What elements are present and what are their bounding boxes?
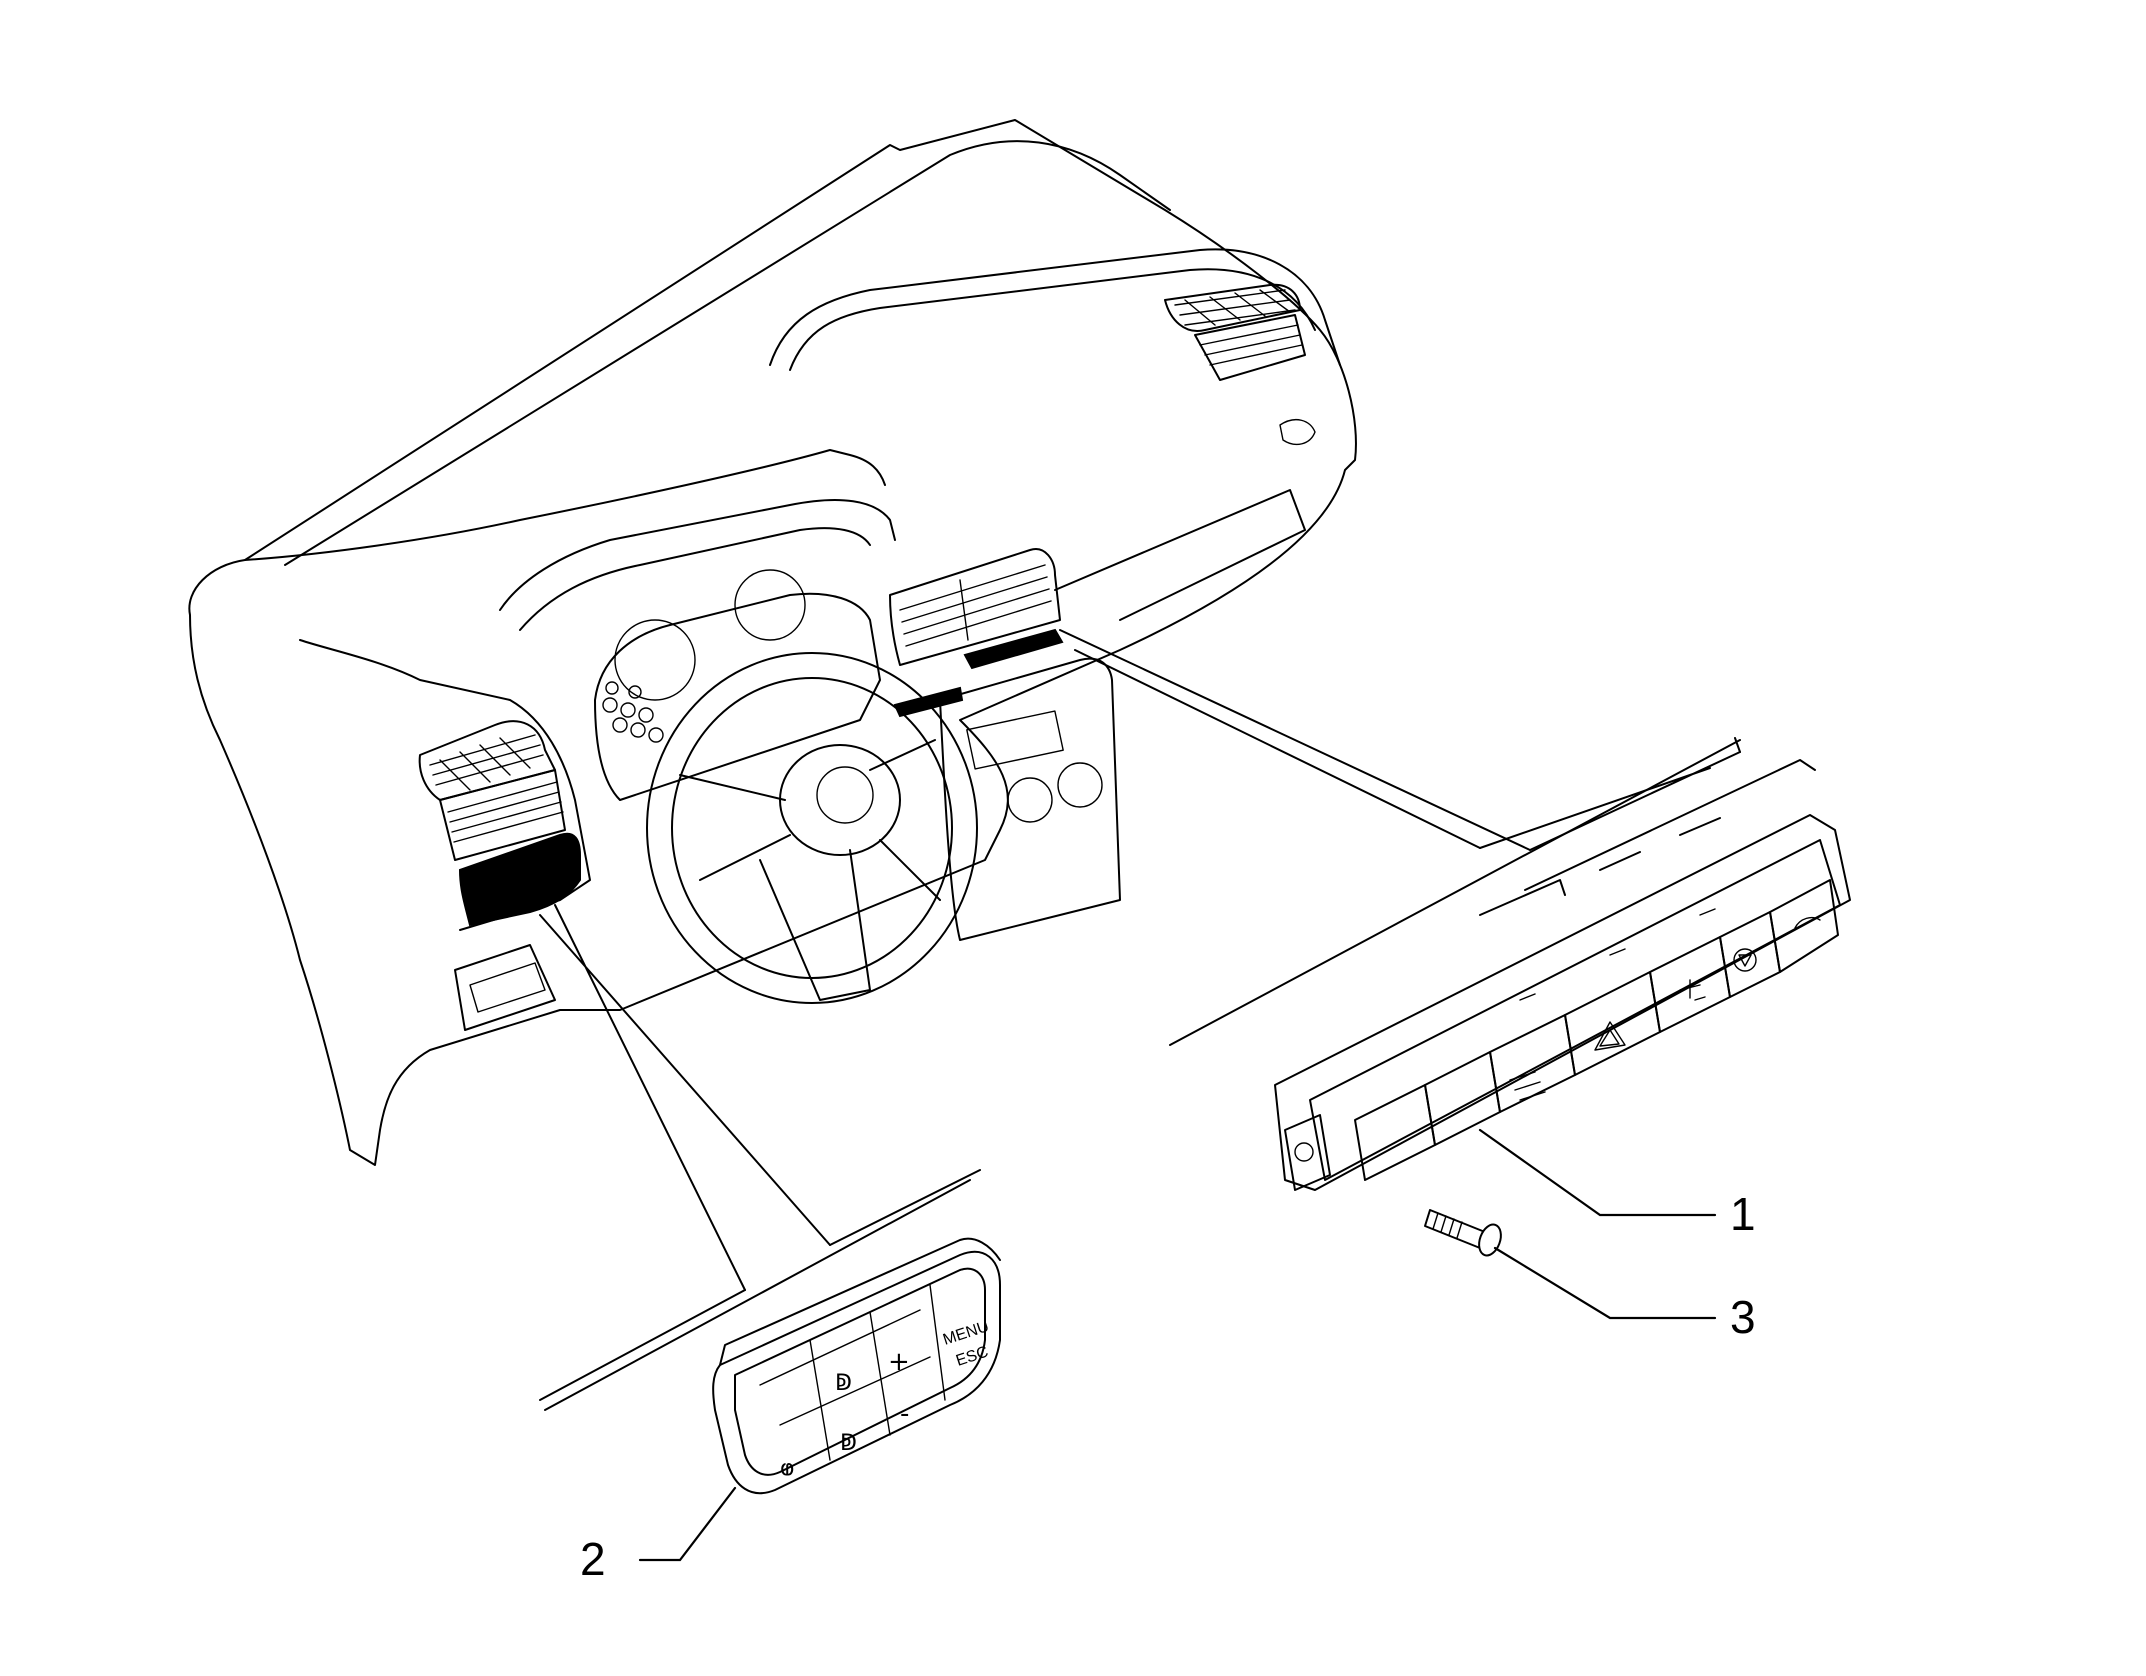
center-air-vents [889,283,1306,666]
dashboard-outline [188,119,1357,1166]
dash-right-lower [1054,489,1306,621]
dashboard-illustration [188,119,1357,1166]
gauge-cluster-face [594,592,881,801]
dash-right-hood-inner [789,268,1316,371]
cluster-hood [499,499,896,611]
leader-2 [638,1486,737,1562]
leader-1 [1478,1128,1717,1217]
left-switch-panel: + - MENU ESC ↁ ↁ ⱷ [712,1237,1001,1495]
left-air-vent [418,720,566,861]
center-switch-location [963,628,1064,670]
left-storage-bin [454,944,556,1031]
center-switch-panel [1274,759,1851,1191]
left-switch-location [458,832,581,927]
plus-label: + [888,1347,910,1377]
tachometer [614,619,696,701]
dash-right-hood [769,248,1341,366]
logo-mark [1279,418,1316,446]
projection-lines [539,629,1741,1411]
climate-knob-right [1057,762,1103,808]
warning-lights [602,681,664,743]
hazard-icon [1594,1021,1626,1051]
rear-fog-icon: ↁ [840,1431,857,1456]
climate-knob-left [1007,777,1053,823]
dash-top-ridge [244,449,886,561]
panel1-buttons [1354,879,1839,1181]
dash-top-contour [284,140,1171,566]
minus-label: - [900,1399,909,1429]
circle-triangle-icon [1733,948,1757,972]
speedometer [734,569,806,641]
front-fog-icon: ⱷ [780,1456,795,1481]
steering-wheel [646,652,978,1004]
hill-icon [1794,916,1821,929]
headlamp-icon: ↁ [835,1371,852,1396]
radio-slot [966,710,1064,770]
sport-icon [1509,1071,1546,1101]
callout-1: 1 [1730,1188,1756,1240]
callout-3: 3 [1730,1291,1756,1343]
center-stack [939,657,1121,941]
cluster-hood-inner [519,527,871,631]
door-lock-icon [1679,979,1706,1001]
leaders [638,1128,1717,1562]
dash-left-lower [299,639,591,931]
callout-2: 2 [580,1533,606,1585]
screw [1424,1209,1502,1257]
leader-3 [1493,1246,1717,1320]
